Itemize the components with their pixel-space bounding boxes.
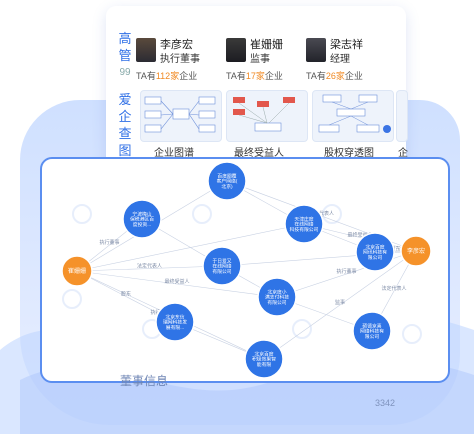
person-node[interactable]: 李彦宏 [400, 235, 432, 267]
edge-label: 法定代表人 [137, 263, 162, 270]
node-label: 积极效果智 [252, 356, 276, 363]
side-char: 企 [118, 109, 132, 124]
person-role: 监事 [250, 54, 270, 65]
side-char: 图 [118, 143, 132, 158]
beneficiary-thumbnail[interactable] [226, 90, 308, 142]
thumbnail-label: 企 [398, 148, 408, 159]
node-label: 在线网络 [294, 221, 313, 228]
officers-side-label: 高 管 99 爱 企 查 图 谱 [114, 30, 136, 176]
graph-edge [263, 250, 417, 360]
node-label: 保税港区百 [130, 216, 154, 223]
node-label: 度投资... [133, 221, 151, 228]
avatar [306, 38, 326, 62]
node-label: 有限公司 [267, 299, 286, 306]
edge-label: 法定代表人 [309, 210, 334, 217]
edge-label: 监事 [335, 299, 345, 306]
edge-label: 股东 [121, 291, 131, 298]
node-label: 限公司 [365, 333, 380, 340]
node-label: 限公司 [368, 254, 383, 261]
node-label: 能有限 [257, 361, 272, 368]
person-name: 崔姗姗 [250, 39, 283, 51]
side-char: 管 [118, 48, 132, 63]
node-label: 有限公司 [212, 268, 231, 275]
thumbnail-label: 股权穿透图 [324, 148, 374, 159]
person-role: 经理 [330, 54, 350, 65]
node-label: 北京度小 [267, 288, 286, 295]
person-company-count: TA有17家企业 [226, 71, 283, 81]
node-label: 北京百度 [365, 243, 384, 250]
officers-panel: 高 管 99 爱 企 查 图 谱 李彦宏 执行董事 TA有112家企业 崔姗姗 … [106, 6, 408, 175]
node-label: 网讯科技有 [363, 249, 387, 256]
node-label: 李彦宏 [407, 247, 425, 255]
node-label: 宁波梅山 [132, 210, 151, 217]
equity-penetration-thumbnail[interactable] [312, 90, 394, 142]
extra-thumbnail[interactable] [396, 90, 408, 142]
node-label: 在线网络 [212, 263, 231, 270]
person-card[interactable]: 李彦宏 执行董事 TA有112家企业 [136, 36, 226, 82]
relationship-graph-card: 执行董事法定代表人股东监事最终受益人执行董事兼总经理法定代表人最终受益人股东执行… [40, 157, 450, 383]
edge-label: 股东 [390, 246, 400, 253]
edge-label: 法定代表人 [381, 285, 406, 292]
person-card[interactable]: 梁志祥 经理 TA有26家企业 [306, 36, 396, 82]
node-label: 满支付科技 [265, 294, 289, 301]
edge-label: 执行董事 [99, 239, 119, 246]
node-label: 百度圈覆 [217, 172, 236, 179]
section-heading: 董事信息 [120, 374, 169, 388]
node-label: 瑞网科技发 [163, 319, 187, 326]
node-label: 崔姗姗 [68, 267, 86, 275]
node-label: 客户网络( [217, 178, 238, 185]
relationship-graph: 执行董事法定代表人股东监事最终受益人执行董事兼总经理法定代表人最终受益人股东执行… [61, 161, 432, 379]
company-node[interactable]: 北京东信瑞网科技发展有限... [155, 302, 195, 342]
node-label: 科技有限公司 [290, 226, 319, 233]
company-node[interactable]: 宁波梅山保税港区百度投资... [122, 199, 162, 239]
edge-label: 执行董事 [336, 268, 356, 275]
node-label: 硕德京喜 [362, 322, 381, 329]
footer-number: 3342 [375, 398, 396, 408]
enterprise-graph-thumbnail[interactable] [140, 90, 222, 142]
node-label: 北京东信 [165, 313, 184, 320]
graph-edge [76, 270, 278, 298]
side-char: 高 [118, 31, 132, 46]
graph-edge [76, 223, 305, 272]
avatar [136, 38, 156, 62]
node-label: 于日爱又 [212, 257, 231, 264]
side-char: 查 [118, 126, 132, 141]
node-label: 天津庄度 [294, 215, 313, 222]
officers-count: 99 [119, 67, 131, 78]
side-char: 爱 [118, 92, 132, 107]
thumbnail-label: 最终受益人 [234, 148, 284, 159]
person-company-count: TA有26家企业 [306, 71, 363, 81]
avatar [226, 38, 246, 62]
edge-label: 最终受益人 [347, 232, 372, 239]
graph-edge [76, 265, 223, 272]
person-company-count: TA有112家企业 [136, 71, 198, 81]
person-name: 梁志祥 [330, 39, 363, 51]
edge-label: 最终受益人 [164, 278, 189, 285]
node-label: 北京) [221, 183, 233, 190]
thumbnail-label: 企业图谱 [154, 148, 194, 159]
person-node[interactable]: 崔姗姗 [61, 255, 93, 287]
person-role: 执行董事 [160, 54, 200, 65]
node-label: 网络科技有 [360, 328, 384, 335]
node-label: 北京百度 [254, 350, 273, 357]
node-label: 展有限... [166, 324, 184, 331]
person-name: 李彦宏 [160, 39, 193, 51]
person-card[interactable]: 崔姗姗 监事 TA有17家企业 [226, 36, 316, 82]
